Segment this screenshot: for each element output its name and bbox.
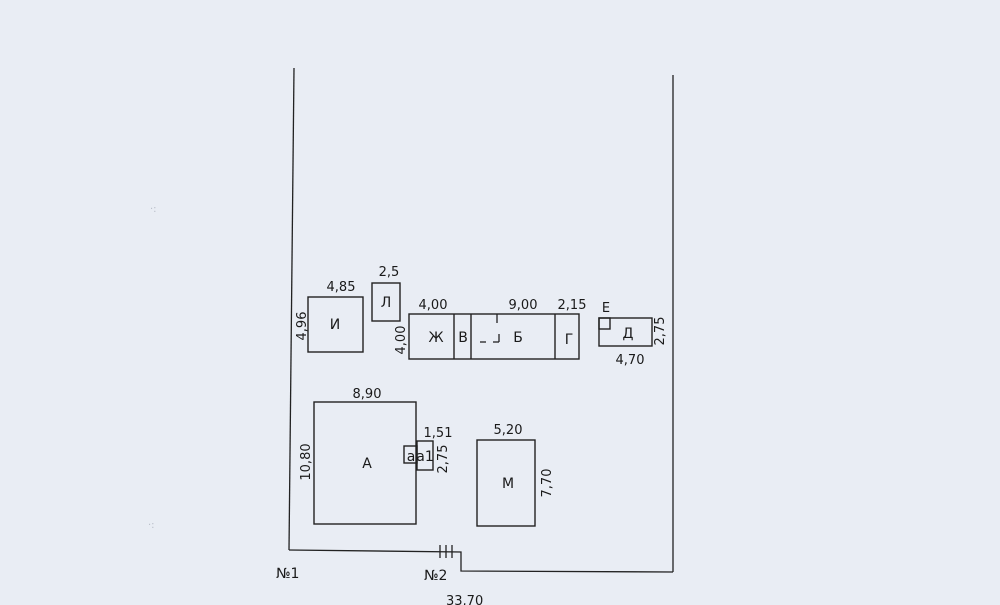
building-a-width: 8,90	[353, 387, 382, 402]
building-v-label: В	[458, 330, 468, 346]
building-zh-height: 4,00	[394, 326, 409, 355]
building-l-width: 2,5	[379, 265, 400, 280]
building-l	[371, 282, 401, 322]
building-d	[598, 317, 653, 347]
corner-label-1: №1	[276, 566, 299, 582]
building-d-height: 2,75	[653, 317, 668, 346]
building-m-height: 7,70	[540, 469, 555, 498]
paper-smudge: ·:	[150, 204, 157, 215]
building-l-label: Л	[381, 295, 392, 311]
corner-label-2: №2	[424, 568, 447, 584]
building-g-label: Г	[565, 332, 574, 348]
building-g-width: 2,15	[558, 298, 587, 313]
building-i-height: 4,96	[295, 312, 310, 341]
building-m-width: 5,20	[494, 423, 523, 438]
building-e-label: Е	[602, 301, 610, 316]
plot-boundary-left	[288, 67, 295, 551]
annex-a1-height: 2,75	[436, 445, 451, 474]
building-a-height: 10,80	[299, 443, 314, 480]
building-i	[307, 296, 364, 353]
building-i-width: 4,85	[327, 280, 356, 295]
building-m-label: М	[502, 476, 514, 492]
building-m	[476, 439, 536, 527]
building-a-label: А	[362, 456, 372, 472]
building-b-label: Б	[513, 330, 523, 346]
building-b-width: 9,00	[509, 298, 538, 313]
annex-a-label: а	[407, 449, 416, 465]
plot-bottom-dimension: 33,70	[446, 594, 483, 605]
building-zh-width: 4,00	[419, 298, 448, 313]
building-e	[598, 317, 611, 330]
building-i-label: И	[330, 317, 340, 333]
building-d-label: Д	[623, 326, 634, 342]
building-d-width: 4,70	[616, 353, 645, 368]
annex-a1	[416, 440, 434, 471]
annex-a1-width: 1,51	[424, 426, 453, 441]
building-row-outline	[408, 313, 580, 360]
paper-smudge: ·:	[148, 520, 155, 531]
annex-a1-label: а1	[416, 449, 434, 465]
building-zh-label: Ж	[428, 330, 443, 346]
plot-boundary-bottom	[288, 549, 674, 573]
